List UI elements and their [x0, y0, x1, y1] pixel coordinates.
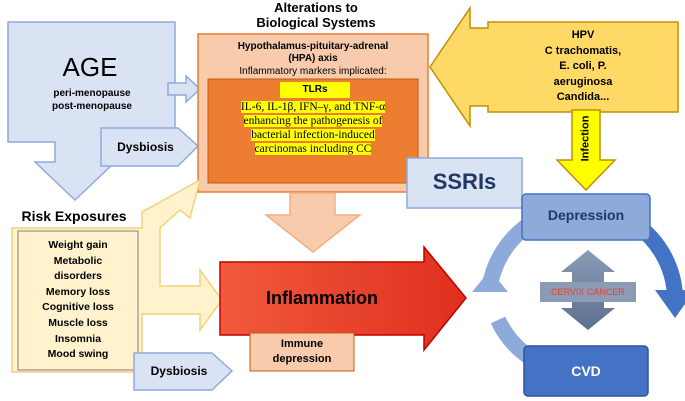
cvd-box — [523, 345, 649, 397]
risk-item: Insomnia — [54, 332, 102, 345]
immune-line-2: depression — [272, 353, 332, 365]
title-line-1: Alterations to — [274, 0, 358, 15]
risk-item: Cognitive loss — [42, 301, 114, 314]
dysbiosis-top-box — [100, 127, 200, 167]
hpa-subtitle: Inflammatory markers implicated: — [239, 66, 387, 77]
markers-text: IL-6, IL-1β, IFN–γ, and TNF-α enhancing … — [210, 100, 416, 156]
dysbiosis-bottom-box — [133, 352, 234, 391]
page-title: Alterations to Biological Systems — [226, 0, 406, 30]
hpa-title: Hypothalamus-pituitary-adrenal (HPA) axi… — [200, 41, 426, 65]
immune-label: Immune depression — [250, 337, 354, 367]
tlrs-label: TLRs — [302, 84, 328, 95]
pathogen-2: C trachomatis, — [544, 44, 622, 57]
markers-line-2: enhancing the pathogenesis of — [243, 115, 383, 127]
dysbiosis-bottom-label: Dysbiosis — [150, 364, 208, 378]
risk-item: Weight gain — [48, 239, 108, 251]
hpa-to-inflammation-arrow — [263, 192, 363, 253]
immune-box — [249, 332, 355, 372]
ssris-box — [406, 157, 523, 209]
pathogen-3: E. coli, P. — [559, 60, 607, 72]
markers-line-3: bacterial infection-induced — [251, 129, 375, 141]
pathogens-text: HPV C trachomatis, E. coli, P. aeruginos… — [490, 28, 676, 106]
cancer-label: CERVIX CANCER — [551, 287, 625, 297]
risk-list-box — [17, 230, 139, 371]
pathogen-4: aeruginosa — [553, 75, 613, 88]
risk-item: Memory loss — [45, 285, 111, 298]
immune-line-1: Immune — [280, 338, 324, 350]
pathogens-arrow — [429, 5, 679, 129]
age-to-hpa-arrow — [167, 74, 202, 104]
risk-title: Risk Exposures — [21, 208, 127, 224]
markers-line-1: IL-6, IL-1β, IFN–γ, and TNF-α — [240, 101, 386, 113]
infection-arrow — [555, 109, 617, 192]
pathogen-1: HPV — [571, 29, 595, 41]
risk-item: Metabolic — [53, 254, 103, 267]
age-item-post: post-menopause — [51, 101, 132, 112]
cvd-label: CVD — [571, 363, 601, 379]
risk-list: Weight gain Metabolic disorders Memory l… — [20, 238, 136, 363]
depression-box — [521, 193, 651, 241]
risk-item: disorders — [54, 270, 102, 283]
depression-label: Depression — [547, 207, 625, 223]
inflammation-label: Inflammation — [265, 288, 378, 308]
tlrs-box — [280, 82, 350, 98]
age-item-peri: peri-menopause — [53, 88, 131, 99]
infection-label: Infection — [579, 115, 592, 162]
ssris-label: SSRIs — [432, 169, 497, 194]
markers-line-4: carcinomas including CC — [254, 143, 372, 155]
risk-item: Mood swing — [47, 348, 109, 361]
age-label: AGE — [62, 52, 118, 82]
title-line-2: Biological Systems — [256, 15, 376, 30]
hpa-title-line-1: Hypothalamus-pituitary-adrenal — [237, 41, 389, 52]
pathogen-5: Candida... — [556, 91, 610, 103]
cancer-band — [540, 282, 636, 302]
risk-item: Muscle loss — [48, 316, 108, 329]
age-arrow — [7, 21, 176, 202]
dysbiosis-top-label: Dysbiosis — [117, 140, 174, 154]
hpa-title-line-2: (HPA) axis — [288, 53, 338, 64]
